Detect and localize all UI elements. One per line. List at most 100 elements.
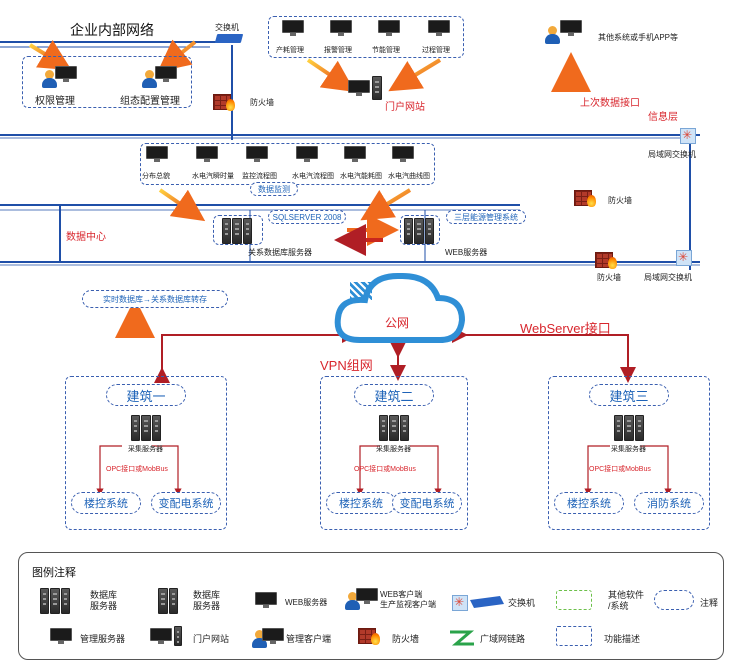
portal-monitor-icon (348, 80, 370, 96)
public-network-label: 公网 (385, 316, 410, 330)
lan-switch-icon (680, 128, 696, 144)
firewall2-label: 防火墙 (608, 196, 632, 205)
lan-switch2-label: 局域网交换机 (644, 273, 692, 282)
top-terminal-label: 节能管理 (372, 47, 400, 54)
monitor-terminal-label: 水电汽曲线图 (388, 173, 430, 180)
top-terminals-box (268, 16, 464, 58)
legend-mgmt-client-label: 管理客户端 (286, 634, 332, 644)
monitor-terminal-icon (392, 146, 414, 162)
legend-note-box (654, 590, 694, 610)
legend-switch-label: 交换机 (508, 598, 536, 608)
legend-portal-monitor-icon (150, 628, 172, 644)
enterprise-title: 企业内部网络 (70, 22, 154, 38)
enterprise-box (22, 56, 192, 108)
system-b-pill: 变配电系统 (392, 492, 462, 514)
legend-other-soft-box (556, 590, 592, 610)
web-server-box (400, 215, 440, 245)
perm-mgmt-label: 权限管理 (35, 96, 75, 107)
transfer-pill: 实时数据库→关系数据库转存 (82, 290, 228, 308)
vpn-label: VPN组网 (320, 358, 373, 373)
switch-label: 交换机 (215, 23, 239, 32)
legend-mgmt-server-label: 管理服务器 (80, 634, 126, 644)
firewall2-icon (574, 190, 596, 207)
monitor-terminal-label: 监控流程图 (242, 173, 277, 180)
top-terminal-label: 报警管理 (324, 47, 352, 54)
monitor-terminal-label: 分布总貌 (142, 173, 170, 180)
monitor-terminal-icon (196, 146, 218, 162)
energy-system-pill: 三层能源管理系统 (446, 210, 526, 224)
monitor-terminal-icon (246, 146, 268, 162)
monitor-terminal-icon (344, 146, 366, 162)
firewall3-label: 防火墙 (597, 273, 621, 282)
collect-server-icon (379, 415, 409, 441)
legend-func-desc-box (556, 626, 592, 646)
system-b-label: 变配电系统 (158, 498, 214, 510)
top-terminal-monitor-icon (378, 20, 400, 36)
system-b-label: 消防系统 (647, 498, 691, 510)
collect-server-label: 采集服务器 (376, 446, 411, 453)
config-user-icon (142, 70, 158, 88)
config-mgmt-label: 组态配置管理 (120, 96, 180, 107)
energy-system-label: 三层能源管理系统 (454, 212, 518, 222)
system-b-pill: 变配电系统 (151, 492, 221, 514)
other-monitor-icon (560, 20, 582, 36)
firewall-label: 防火墙 (250, 98, 274, 107)
collect-server-icon (614, 415, 644, 441)
legend-box (18, 552, 724, 660)
system-b-label: 变配电系统 (399, 498, 455, 510)
building-title-pill: 建筑二 (354, 384, 434, 406)
legend-db-server1-icon (40, 588, 70, 614)
web-server-label: WEB服务器 (445, 248, 488, 257)
building-box (548, 376, 710, 530)
legend-portal-tower-icon (174, 626, 182, 646)
legend-wan-link-label: 广域网链路 (480, 634, 526, 644)
legend-wan-link-icon (450, 630, 474, 646)
web-server-icon (404, 218, 434, 244)
monitor-terminal-icon (146, 146, 168, 162)
legend-web-server-icon (255, 592, 277, 608)
db-server-icon (222, 218, 252, 244)
legend-firewall-icon (358, 628, 380, 645)
legend-db-server1-label: 数据库 服务器 (90, 590, 118, 611)
top-terminal-monitor-icon (330, 20, 352, 36)
legend-web-server-label: WEB服务器 (285, 598, 328, 607)
building-title-pill: 建筑三 (589, 384, 669, 406)
transfer-label: 实时数据库→关系数据库转存 (103, 294, 207, 304)
other-systems-label: 其他系统或手机APP等 (598, 33, 679, 42)
building-title: 建筑一 (126, 388, 166, 404)
db-server-label: 关系数据库服务器 (248, 248, 312, 257)
protocol-label: OPC接口或MobBus (106, 466, 168, 473)
lan-switch-label: 局域网交换机 (648, 150, 696, 159)
upload-interface-label: 上次数据接口 (580, 98, 640, 109)
monitor-terminal-label: 水电汽能耗图 (340, 173, 382, 180)
data-monitor-label: 数据监测 (258, 184, 290, 194)
portal-label: 门户网站 (385, 102, 425, 113)
collect-server-label: 采集服务器 (128, 446, 163, 453)
monitor-terminal-icon (296, 146, 318, 162)
legend-switch-icon (452, 595, 468, 611)
system-a-label: 楼控系统 (567, 498, 611, 510)
data-center-label: 数据中心 (66, 232, 106, 243)
monitor-terminal-label: 水电汽流程图 (292, 173, 334, 180)
legend-note-label: 注释 (700, 598, 719, 608)
building-title: 建筑三 (609, 388, 649, 404)
legend-other-soft-label: 其他软件 /系统 (608, 590, 645, 611)
info-layer-label: 信息层 (648, 112, 678, 123)
system-a-pill: 楼控系统 (554, 492, 624, 514)
cloud-logo-icon (350, 282, 372, 300)
collect-server-label: 采集服务器 (611, 446, 646, 453)
config-monitor-icon (155, 66, 177, 82)
system-b-pill: 消防系统 (634, 492, 704, 514)
sqlserver-pill: SQLSERVER 2008 (268, 210, 346, 224)
legend-mgmt-client-user-icon (252, 630, 268, 648)
system-a-pill: 楼控系统 (71, 492, 141, 514)
lan-switch2-icon (676, 250, 692, 266)
sqlserver-label: SQLSERVER 2008 (272, 212, 342, 222)
legend-portal-label: 门户网站 (193, 634, 230, 644)
legend-func-desc-label: 功能描述 (604, 634, 641, 644)
top-terminal-label: 过程管理 (422, 47, 450, 54)
data-monitor-pill: 数据监测 (250, 182, 298, 196)
portal-tower-icon (372, 76, 382, 100)
top-terminal-label: 产耗管理 (276, 47, 304, 54)
